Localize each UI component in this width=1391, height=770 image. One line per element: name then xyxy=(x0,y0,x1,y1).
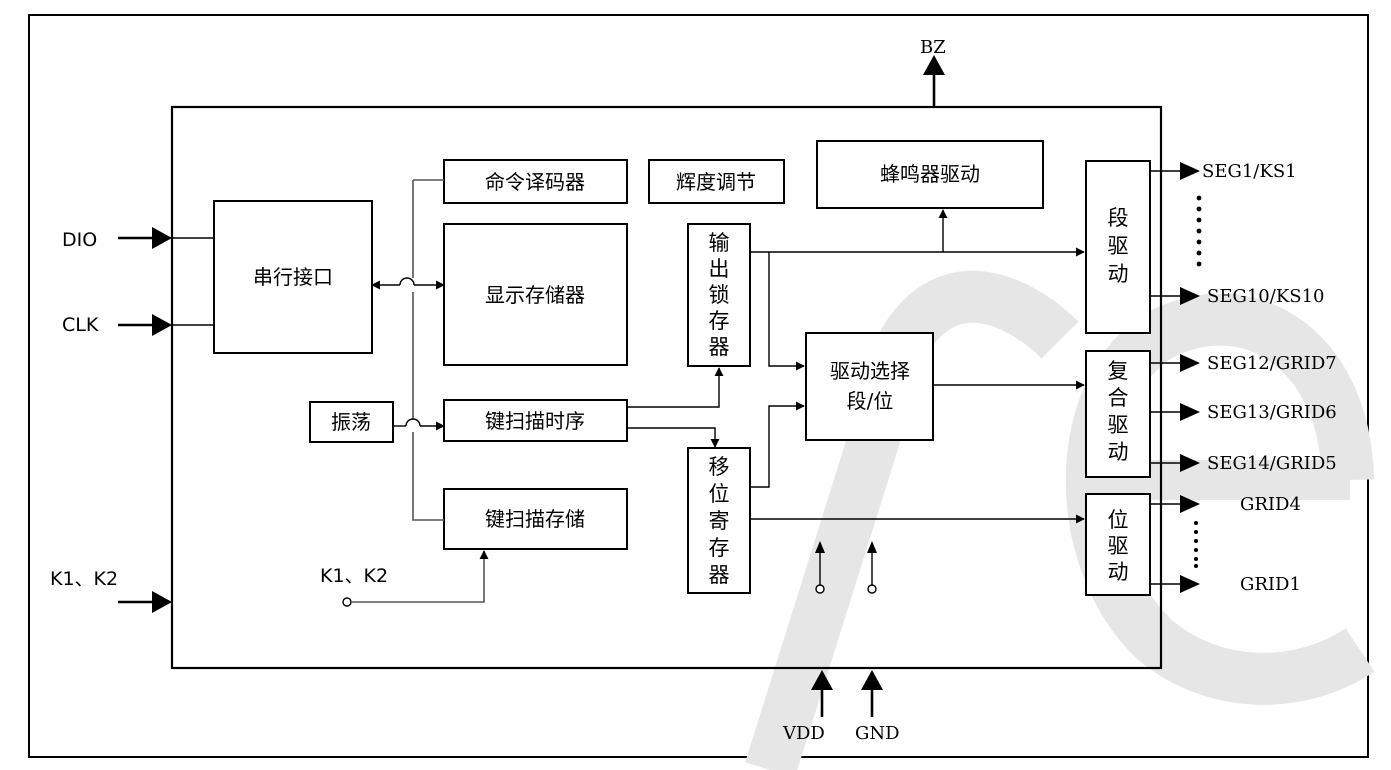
buzzer-driver-block xyxy=(816,140,1044,209)
arrow-icon xyxy=(1180,495,1200,513)
arrow-icon xyxy=(1180,403,1200,421)
output-latch-char: 器 xyxy=(709,335,730,359)
dots-icon xyxy=(1194,521,1198,568)
composite-driver-char: 合 xyxy=(1108,386,1129,410)
grid-driver-char: 动 xyxy=(1108,560,1129,584)
pin-seg14-label: SEG14/GRID5 xyxy=(1207,453,1337,474)
output-latch-char: 锁 xyxy=(709,283,730,307)
brightness-label: 辉度调节 xyxy=(676,170,756,194)
command-decoder-block xyxy=(443,159,628,204)
command-decoder-label: 命令译码器 xyxy=(485,170,585,194)
arrow-icon xyxy=(1180,454,1200,472)
composite-driver-char: 驱 xyxy=(1108,413,1129,437)
shift-register-char: 位 xyxy=(709,482,730,506)
arrow-icon xyxy=(152,314,172,336)
arrow-icon xyxy=(811,670,833,690)
buzzer-driver-label: 蜂鸣器驱动 xyxy=(880,162,980,186)
composite-driver-char: 复 xyxy=(1108,359,1129,383)
dots-icon xyxy=(1196,195,1202,267)
arrow-icon xyxy=(1180,162,1200,180)
composite-driver-char: 动 xyxy=(1108,440,1129,464)
key-scan-timing-block xyxy=(443,399,628,442)
pin-seg10-label: SEG10/KS10 xyxy=(1207,286,1325,307)
grid-driver-char: 驱 xyxy=(1108,534,1129,558)
pin-seg12-label: SEG12/GRID7 xyxy=(1207,353,1337,374)
pin-clk-label: CLK xyxy=(62,314,99,336)
display-memory-label: 显示存储器 xyxy=(485,283,585,307)
inner-k1k2-label: K1、K2 xyxy=(320,565,388,587)
pin-seg13-label: SEG13/GRID6 xyxy=(1207,402,1337,423)
pin-bz-label: BZ xyxy=(920,37,946,58)
segment-driver-char: 段 xyxy=(1108,206,1129,230)
serial-interface-block xyxy=(213,200,373,354)
outer-frame xyxy=(28,14,1369,758)
output-latch-block xyxy=(687,223,751,367)
output-latch-char: 输 xyxy=(709,231,730,255)
output-latch-char: 存 xyxy=(709,309,730,333)
shift-register-block xyxy=(687,447,751,594)
grid-driver-char: 位 xyxy=(1108,508,1129,532)
segment-driver-char: 动 xyxy=(1108,262,1129,286)
brightness-block xyxy=(648,159,785,204)
arrow-icon xyxy=(152,227,172,249)
arrow-icon xyxy=(923,55,945,75)
pin-grid1-label: GRID1 xyxy=(1240,574,1301,595)
key-scan-storage-block xyxy=(443,488,628,550)
shift-register-char: 器 xyxy=(709,563,730,587)
arrow-icon xyxy=(1180,287,1200,305)
output-latch-char: 出 xyxy=(709,257,730,281)
pin-k1k2-label: K1、K2 xyxy=(50,568,118,590)
arrow-icon xyxy=(1180,575,1200,593)
segment-driver-char: 驱 xyxy=(1108,234,1129,258)
pin-grid4-label: GRID4 xyxy=(1240,494,1301,515)
pin-gnd-label: GND xyxy=(855,723,900,744)
shift-register-char: 存 xyxy=(709,536,730,560)
pin-seg1-label: SEG1/KS1 xyxy=(1202,161,1297,182)
arrow-icon xyxy=(1180,354,1200,372)
oscillator-label: 振荡 xyxy=(331,410,371,434)
chip-boundary xyxy=(170,105,1163,670)
driver-select-line1: 驱动选择 xyxy=(830,359,910,383)
key-scan-storage-label: 键扫描存储 xyxy=(485,507,585,531)
pin-dio-label: DIO xyxy=(62,229,97,251)
arrow-icon xyxy=(152,591,172,613)
arrow-icon xyxy=(861,670,883,690)
serial-interface-label: 串行接口 xyxy=(253,265,333,289)
shift-register-char: 寄 xyxy=(709,509,730,533)
oscillator-block xyxy=(309,401,394,443)
shift-register-char: 移 xyxy=(709,455,730,479)
driver-select-block xyxy=(805,332,934,441)
segment-driver-block xyxy=(1085,160,1151,334)
key-scan-timing-label: 键扫描时序 xyxy=(485,409,585,433)
composite-driver-block xyxy=(1085,350,1151,478)
driver-select-line2: 段/位 xyxy=(847,389,894,413)
display-memory-block xyxy=(443,223,628,366)
pin-vdd-label: VDD xyxy=(782,723,825,744)
grid-driver-block xyxy=(1085,493,1151,596)
